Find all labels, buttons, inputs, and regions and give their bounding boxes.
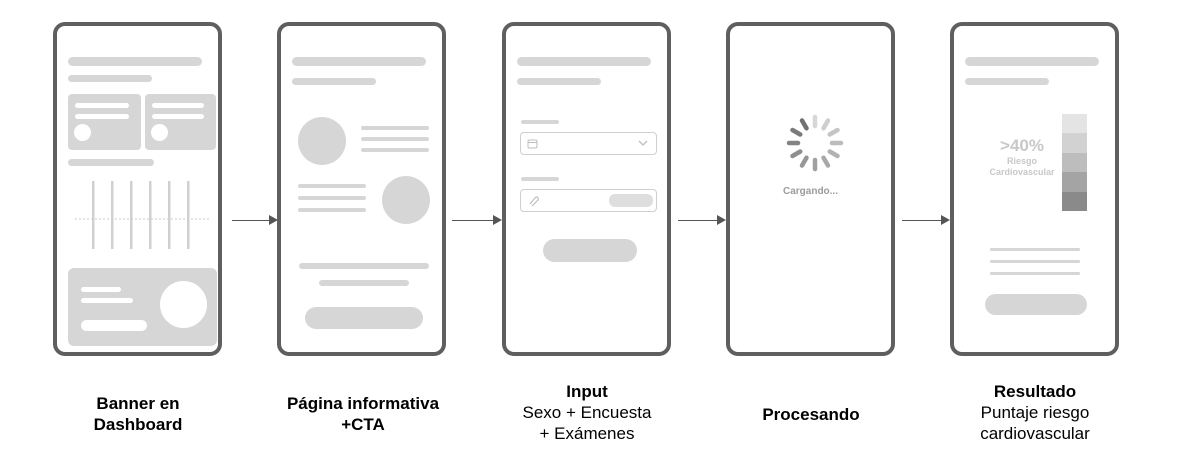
caption-result: Resultado Puntaje riesgo cardiovascular	[935, 381, 1135, 444]
arrow-4	[902, 215, 950, 225]
caption-title: Procesando	[762, 405, 860, 424]
header-bar	[965, 57, 1099, 66]
caption-processing: Procesando	[711, 404, 911, 425]
text-line	[990, 248, 1080, 251]
loading-spinner-icon	[786, 114, 844, 172]
calendar-icon	[527, 139, 538, 149]
header-bar	[68, 57, 202, 66]
image-placeholder	[382, 176, 430, 224]
subheader-bar	[292, 78, 376, 85]
caption-title: Página informativa +CTA	[286, 394, 440, 434]
banner	[68, 268, 217, 346]
text-line	[298, 208, 366, 212]
arrow-3	[678, 215, 726, 225]
chevron-down-icon	[638, 140, 648, 146]
caption-subtitle-2: + Exámenes	[539, 424, 635, 443]
text-line	[990, 260, 1080, 263]
screen-input	[502, 22, 671, 356]
submit-button[interactable]	[543, 239, 637, 262]
caption-title: Input	[566, 382, 608, 401]
text-line	[361, 137, 429, 141]
card-left	[68, 94, 141, 150]
caption-title: Banner en Dashboard	[93, 394, 183, 434]
caption-title: Resultado	[993, 382, 1077, 401]
subheader-bar	[68, 75, 152, 82]
card-right	[145, 94, 216, 150]
field-label	[521, 177, 559, 181]
caption-subtitle-1: Sexo + Encuesta	[522, 403, 652, 422]
field-label	[521, 120, 559, 124]
screen-dashboard	[53, 22, 222, 356]
cta-button[interactable]	[305, 307, 423, 329]
chart-placeholder	[75, 181, 210, 249]
text-line	[298, 196, 366, 200]
text-line	[361, 126, 429, 130]
screen-result: >40% Riesgo Cardiovascular	[950, 22, 1119, 356]
text-line	[990, 272, 1080, 275]
image-placeholder	[298, 117, 346, 165]
upload-button[interactable]	[609, 194, 653, 207]
header-bar	[517, 57, 651, 66]
risk-label-2: Cardiovascular	[989, 167, 1055, 177]
date-field[interactable]	[520, 132, 657, 155]
caption-input: Input Sexo + Encuesta + Exámenes	[487, 381, 687, 444]
screen-processing: Cargando...	[726, 22, 895, 356]
risk-scale	[1062, 114, 1087, 211]
action-button[interactable]	[985, 294, 1087, 315]
subheader-bar	[965, 78, 1049, 85]
text-line	[319, 280, 409, 286]
subheader-bar	[517, 78, 601, 85]
caption-subtitle-1: Puntaje riesgo	[980, 403, 1090, 422]
text-line	[361, 148, 429, 152]
paperclip-icon	[529, 196, 539, 207]
caption-subtitle-2: cardiovascular	[980, 424, 1090, 443]
loading-text: Cargando...	[782, 186, 838, 197]
section-bar	[68, 159, 154, 166]
risk-value: >40%	[1000, 136, 1044, 155]
caption-dashboard: Banner en Dashboard	[38, 393, 238, 435]
arrow-2	[452, 215, 502, 225]
caption-info-page: Página informativa +CTA	[263, 393, 463, 435]
screen-info-page	[277, 22, 446, 356]
arrow-1	[232, 215, 278, 225]
text-line	[298, 184, 366, 188]
risk-label-1: Riesgo	[1006, 156, 1037, 166]
file-upload-field[interactable]	[520, 189, 657, 212]
text-line	[299, 263, 429, 269]
header-bar	[292, 57, 426, 66]
